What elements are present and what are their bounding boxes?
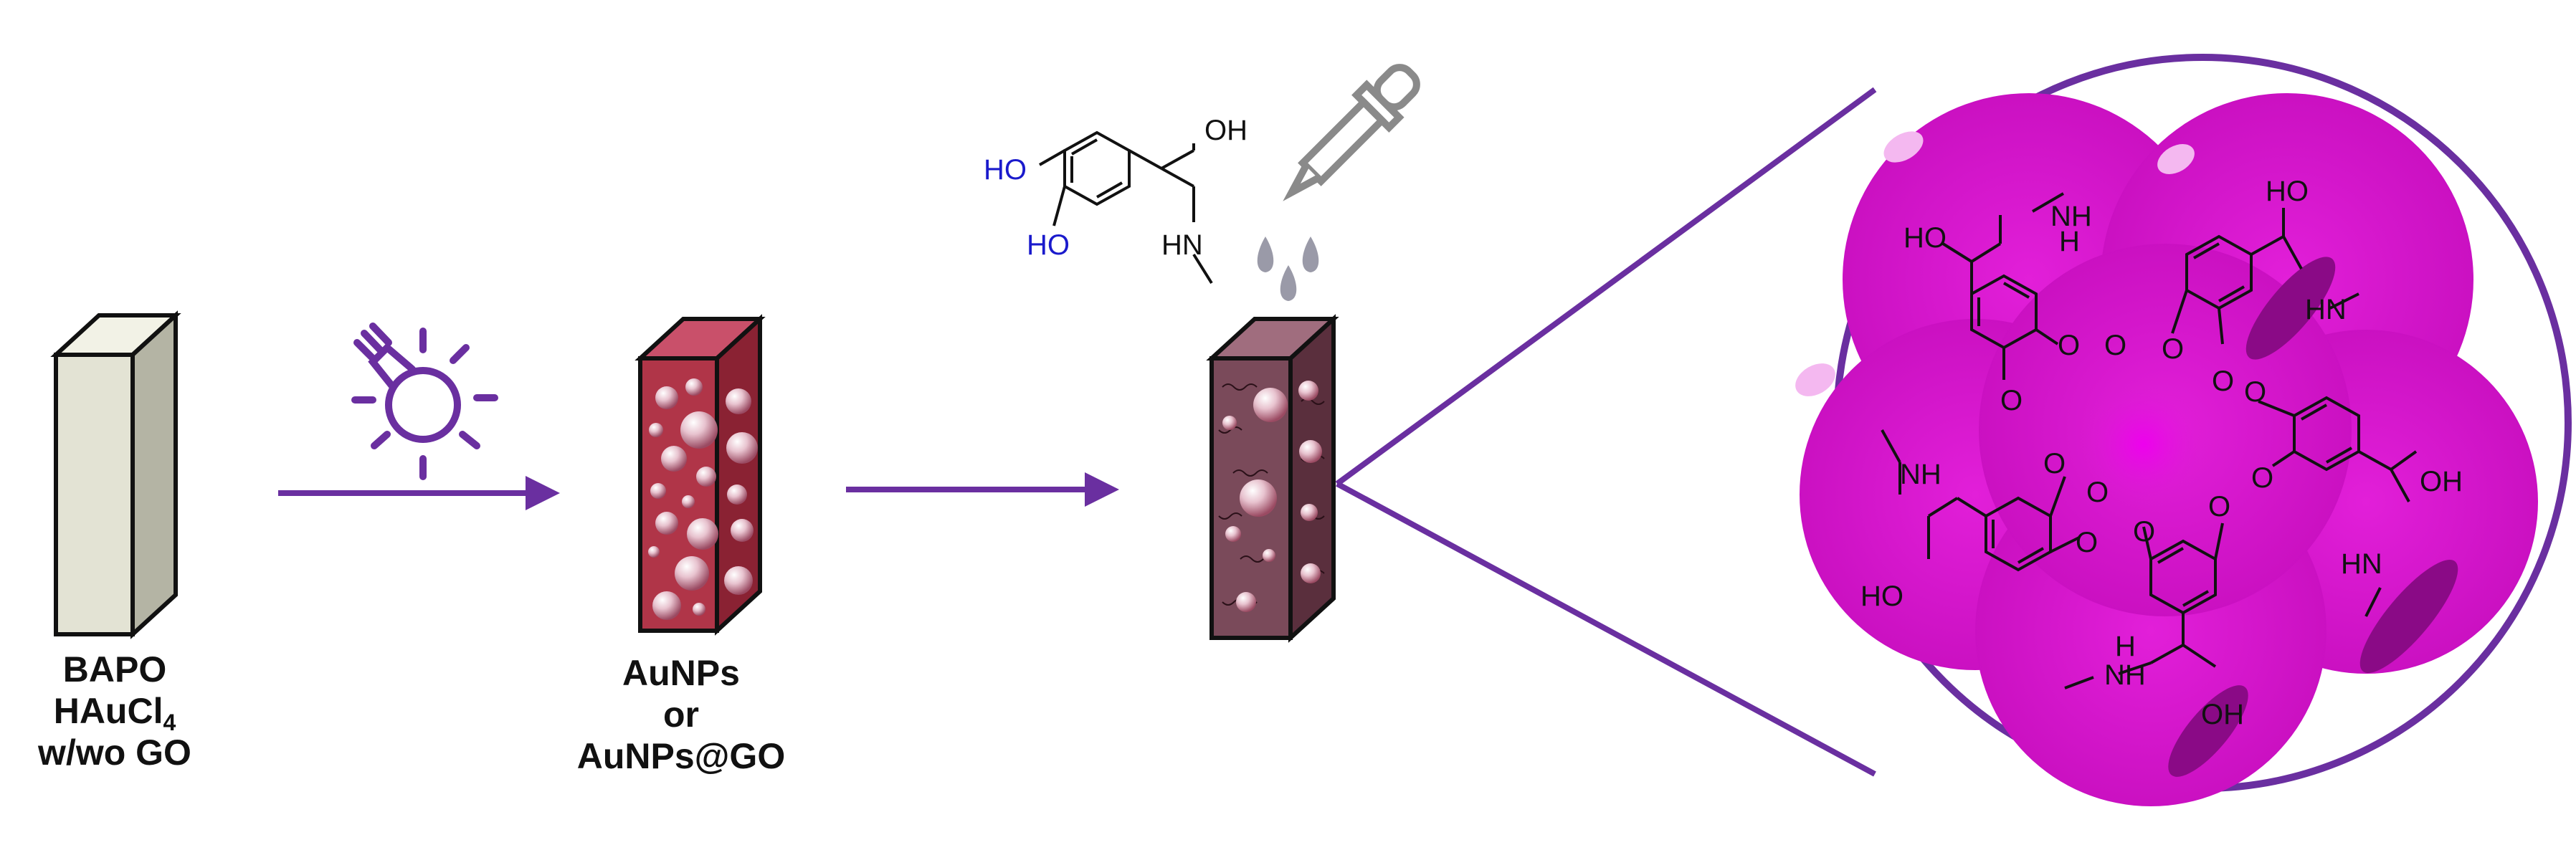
zoom-o-10: O	[2086, 477, 2109, 508]
zoom-o-3: O	[2104, 330, 2126, 361]
zoom-line-bottom	[1336, 481, 1876, 777]
mol-ho-2: HO	[1027, 229, 1070, 261]
nanoparticle-bubbles	[648, 378, 758, 620]
dropper-icon	[1283, 64, 1420, 201]
zoom-hn-2: HN	[2341, 548, 2382, 580]
reagents-line-3: w/wo GO	[38, 732, 191, 773]
epinephrine-structure	[1039, 130, 1213, 285]
vial-aunps	[635, 314, 766, 636]
zoom-o-11: O	[2133, 516, 2155, 548]
catecholamine-ligands	[1881, 192, 2418, 689]
zoom-o-4: O	[2162, 333, 2184, 365]
zoom-line-top	[1335, 87, 1877, 487]
zoom-o-5: O	[2212, 366, 2234, 397]
zoom-o-9: O	[2076, 527, 2098, 558]
zoom-o-6: O	[2244, 376, 2266, 408]
mol-oh: OH	[1204, 115, 1247, 146]
mol-ho-1: HO	[984, 154, 1027, 186]
zoom-oh-1: OH	[2420, 466, 2463, 497]
zoom-o-2: O	[2000, 385, 2023, 416]
zoom-oh-2: OH	[2201, 699, 2244, 730]
mol-hn: HN	[1161, 229, 1203, 261]
zoom-nh-2: NH	[1900, 459, 1941, 490]
product-line-1: AuNPs	[622, 653, 740, 693]
zoom-n-3: NH	[2104, 659, 2146, 691]
vial-reagents	[50, 310, 181, 639]
zoom-hn-1: HN	[2305, 294, 2347, 325]
zoom-ho-2: HO	[2266, 176, 2309, 207]
lightbulb-icon	[351, 323, 498, 480]
product-label: AuNPs or AuNPs@GO	[574, 652, 789, 777]
reagents-line-2-main: HAuCl	[53, 691, 163, 731]
droplet-icon	[1257, 237, 1319, 301]
zoom-circle: HO NH H O O O HO HN O O O OH HN O NH HO …	[1795, 54, 2572, 806]
gold-nanoparticle-cluster	[1795, 93, 2538, 806]
zoom-o-7: O	[2251, 462, 2273, 494]
product-line-2: or	[663, 694, 699, 735]
zoom-o-1: O	[2058, 330, 2080, 361]
zoom-ho-1: HO	[1904, 222, 1947, 254]
product-line-3: AuNPs@GO	[576, 736, 786, 776]
zoom-h-1: H	[2059, 226, 2080, 257]
zoom-o-8: O	[2043, 448, 2066, 479]
zoom-ho-3: HO	[1860, 581, 1904, 612]
reagents-label: BAPO HAuCl4 w/wo GO	[29, 649, 201, 773]
reagents-line-2-sub: 4	[163, 710, 176, 735]
zoom-h-2: H	[2115, 631, 2136, 662]
reagents-line-2: HAuCl4	[29, 690, 201, 735]
vial-functionalized	[1206, 314, 1339, 643]
reagents-line-1: BAPO	[62, 649, 167, 689]
zoom-o-12: O	[2208, 491, 2230, 522]
zoom-nh-1: NH	[2050, 201, 2092, 232]
